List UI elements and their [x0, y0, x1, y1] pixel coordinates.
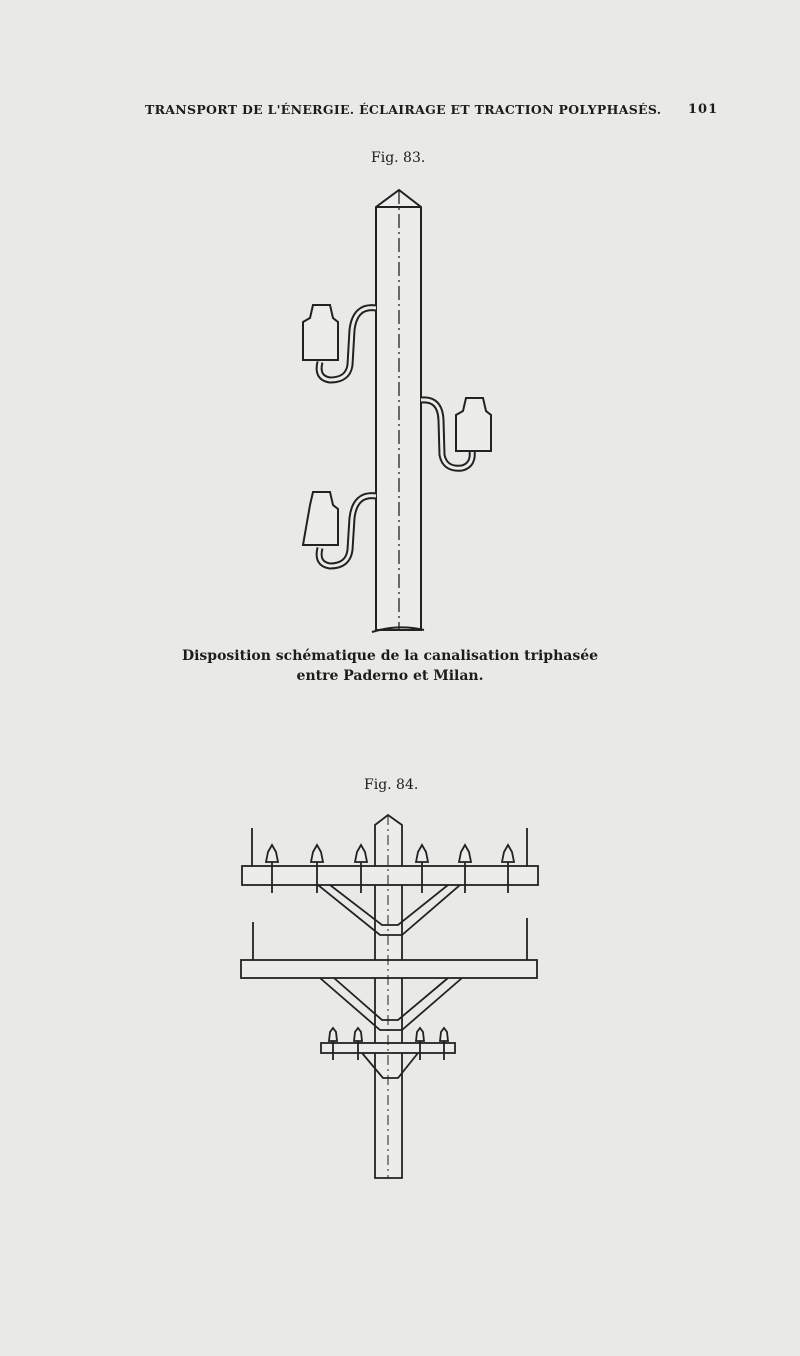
running-title: TRANSPORT DE L'ÉNERGIE. ÉCLAIRAGE ET TRA… [145, 102, 662, 117]
figure-83-pole-drawing [301, 188, 492, 633]
figure-84-pole-drawing [240, 813, 539, 1179]
figure-84-label: Fig. 84. [364, 777, 419, 793]
caption-line-2: entre Paderno et Milan. [296, 668, 484, 684]
figure-83-caption: Disposition schématique de la canalisati… [150, 646, 630, 686]
page-number: 101 [688, 102, 719, 117]
figure-83-label: Fig. 83. [371, 150, 426, 166]
caption-line-1: Disposition schématique de la canalisati… [181, 648, 599, 664]
